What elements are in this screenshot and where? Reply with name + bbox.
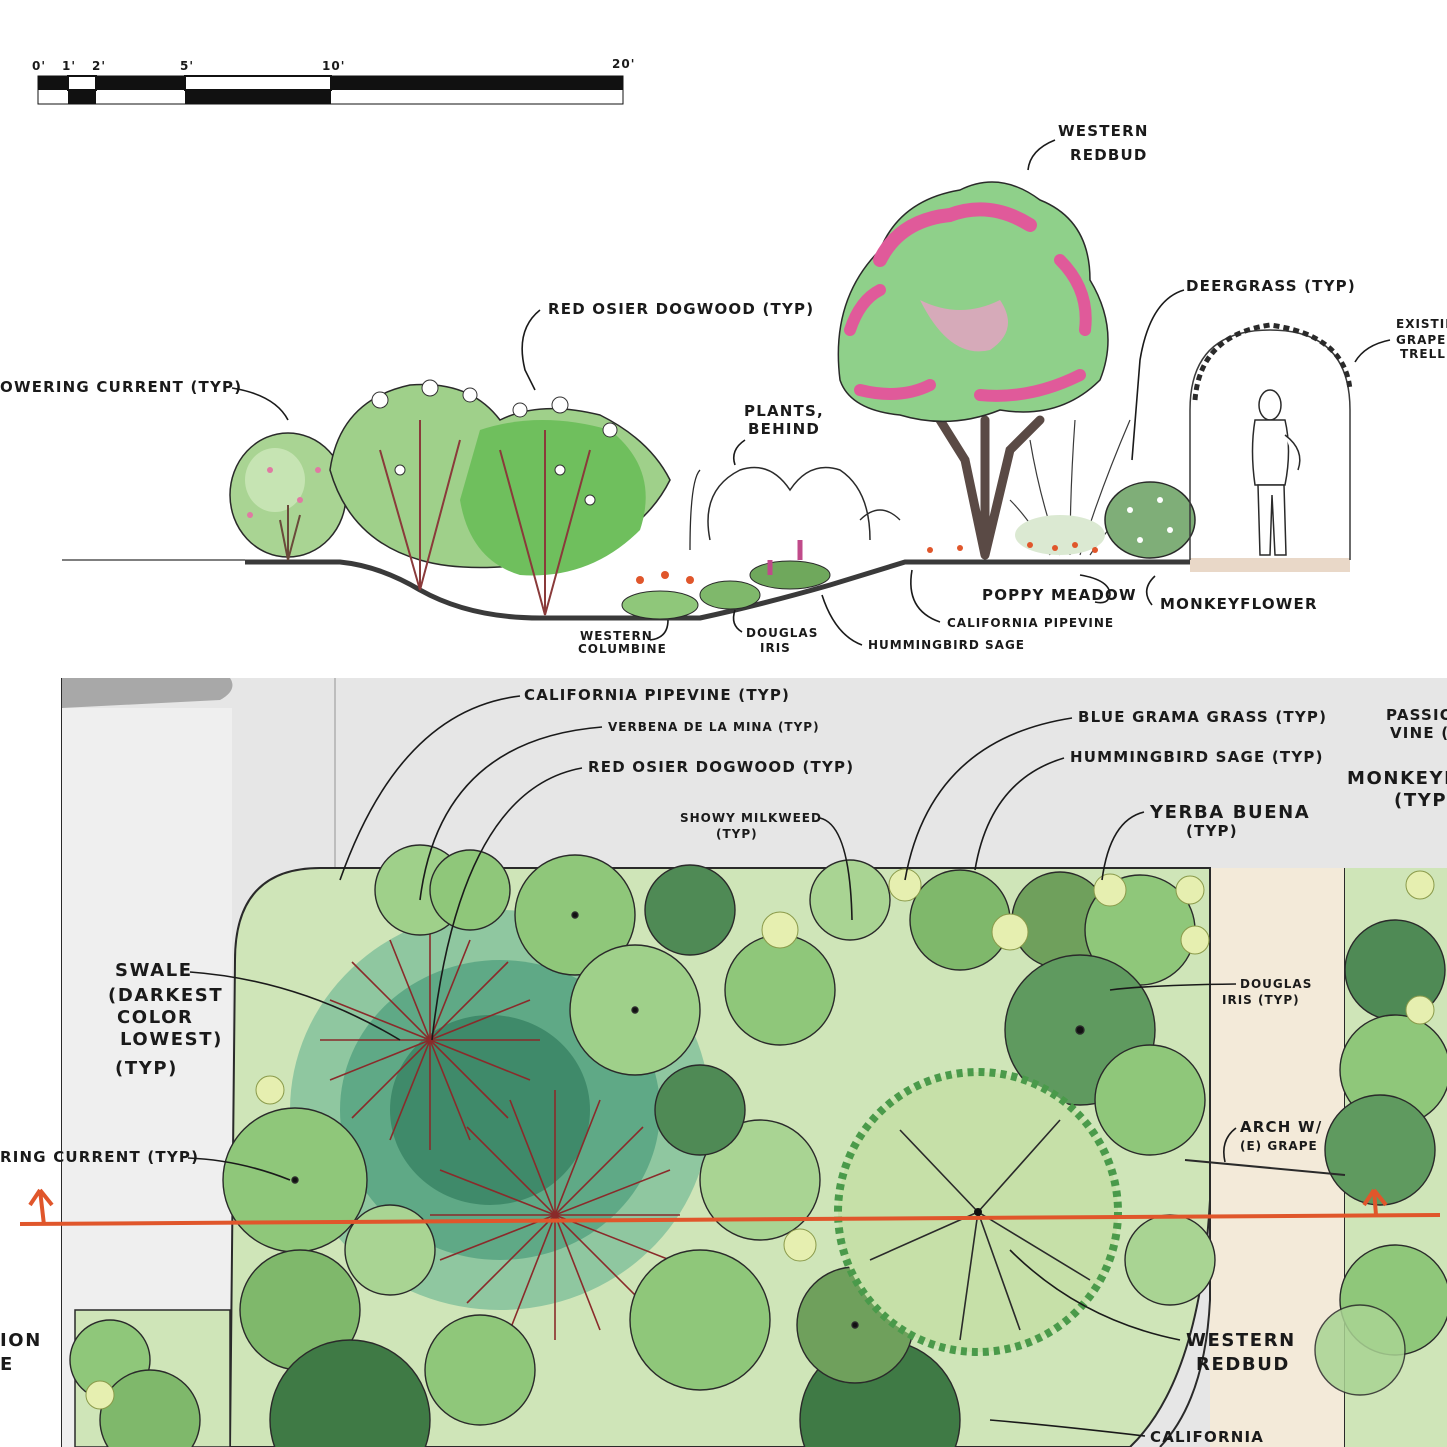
section-label-existing-2: GRAPE [1396, 333, 1446, 347]
plan-label-passion-vine-2: VINE ( [1390, 724, 1447, 742]
section-label-existing-3: TRELL [1400, 347, 1446, 361]
section-label-red-osier-dogwood: RED OSIER DOGWOOD (TYP) [548, 300, 814, 318]
plan-label-hummingbird-sage: HUMMINGBIRD SAGE (TYP) [1070, 748, 1324, 766]
plan-label-verbena-de-la-mina: VERBENA DE LA MINA (TYP) [608, 720, 820, 734]
plants-behind-outline [689, 466, 901, 551]
plan-label-douglas-iris-1: DOUGLAS [1240, 977, 1312, 991]
grape-trellis-arch [1189, 322, 1353, 560]
section-label-douglas-iris-1: DOUGLAS [746, 626, 818, 640]
scale-tick-2: 2' [92, 59, 106, 73]
red-osier-dogwood-shrubs [329, 379, 671, 616]
scale-tick-10: 10' [322, 59, 345, 73]
blue-grama-grass-symbols [85, 868, 1435, 1410]
plan-label-showy-milkweed-1: SHOWY MILKWEED [680, 811, 822, 825]
poppy-meadow [927, 542, 1098, 553]
section-label-plants-behind-1: PLANTS, [744, 402, 824, 420]
person-figure [1251, 389, 1301, 556]
plan-label-california-pipevine: CALIFORNIA PIPEVINE (TYP) [524, 686, 790, 704]
section-cut-line [19, 1188, 1441, 1226]
plan-label-yerba-buena-2: (TYP) [1186, 822, 1238, 840]
section-label-western-columbine-1: WESTERN [580, 629, 653, 643]
plan-label-douglas-iris-2: IRIS (TYP) [1222, 993, 1300, 1007]
section-label-flowering-current: OWERING CURRENT (TYP) [0, 378, 242, 396]
section-label-western-redbud-1: WESTERN [1058, 122, 1149, 140]
plan-label-arch-grape-1: ARCH W/ [1240, 1118, 1322, 1136]
plan-label-flowering-current: RING CURRENT (TYP) [0, 1148, 199, 1166]
plan-label-monkeyflower-1: MONKEYF [1347, 768, 1447, 789]
section-label-douglas-iris-2: IRIS [760, 641, 791, 655]
section-label-monkeyflower: MONKEYFLOWER [1160, 595, 1318, 613]
arch-line [1184, 1159, 1346, 1176]
scale-tick-1: 1' [62, 59, 76, 73]
plan-label-cut-off-1: ION [0, 1330, 42, 1351]
scale-bar: 0' 1' 2' 5' 10' 20' [32, 57, 635, 105]
western-redbud-plan-canopy [834, 1068, 1122, 1356]
plan-label-california: CALIFORNIA [1150, 1428, 1264, 1446]
flowering-currant-shrub [229, 432, 347, 561]
section-label-plants-behind-2: BEHIND [748, 420, 820, 438]
section-label-deergrass: DEERGRASS (TYP) [1186, 277, 1356, 295]
section-label-hummingbird-sage: HUMMINGBIRD SAGE [868, 638, 1025, 652]
scale-tick-0: 0' [32, 59, 46, 73]
plan-label-swale-2: (DARKEST [108, 985, 223, 1006]
western-redbud-tree [837, 181, 1109, 560]
plan-label-arch-grape-2: (E) GRAPE [1240, 1139, 1318, 1153]
plant-canopies [69, 844, 1447, 1447]
scale-tick-20: 20' [612, 57, 635, 71]
section-label-california-pipevine: CALIFORNIA PIPEVINE [947, 616, 1114, 630]
plan-label-passion-vine-1: PASSIO [1386, 706, 1447, 724]
plan-label-cut-off-2: E [0, 1354, 14, 1375]
plan-label-swale-5: (TYP) [115, 1058, 178, 1079]
dogwood-plan-symbols [320, 930, 680, 1340]
plan-label-swale-3: COLOR [117, 1007, 194, 1028]
monkeyflower-shrub [1104, 481, 1196, 559]
scale-tick-5: 5' [180, 59, 194, 73]
section-label-poppy-meadow: POPPY MEADOW [982, 586, 1137, 604]
plan-label-showy-milkweed-2: (TYP) [716, 827, 758, 841]
section-elevation: WESTERN REDBUD DEERGRASS (TYP) EXISTIN G… [0, 122, 1447, 656]
plan-label-yerba-buena-1: YERBA BUENA [1149, 802, 1310, 823]
plan-label-swale-4: LOWEST) [120, 1029, 223, 1050]
plan-label-blue-grama-grass: BLUE GRAMA GRASS (TYP) [1078, 708, 1327, 726]
swale-low-plants [621, 540, 831, 620]
section-label-western-redbud-2: REDBUD [1070, 146, 1148, 164]
plan-label-western-redbud-2: REDBUD [1196, 1354, 1290, 1375]
plan-label-western-redbud-1: WESTERN [1186, 1330, 1296, 1351]
plan-view: CALIFORNIA PIPEVINE (TYP) VERBENA DE LA … [0, 678, 1447, 1447]
plan-label-monkeyflower-2: (TYP) [1394, 790, 1447, 811]
plan-label-red-osier-dogwood: RED OSIER DOGWOOD (TYP) [588, 758, 854, 776]
section-label-existing-1: EXISTIN [1396, 317, 1447, 331]
deergrass-clump [1009, 419, 1151, 556]
section-label-western-columbine-2: COLUMBINE [578, 642, 667, 656]
plan-label-swale-1: SWALE [115, 960, 193, 981]
